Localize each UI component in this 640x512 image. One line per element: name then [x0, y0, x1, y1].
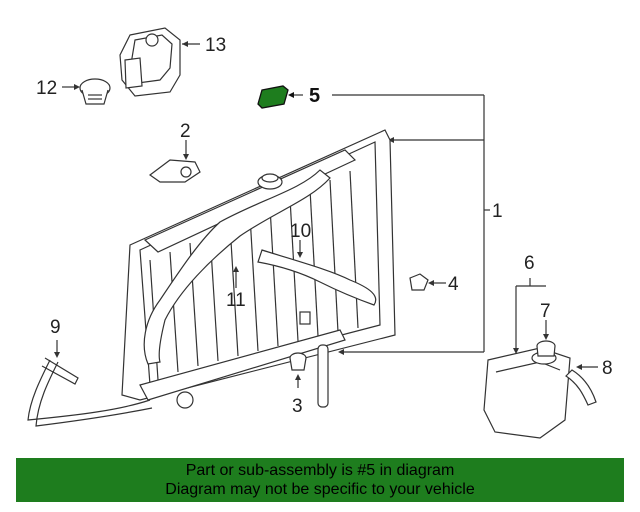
callout-3: 3 — [292, 396, 303, 417]
upper-hose-part[interactable] — [257, 249, 377, 306]
lower-hose-part[interactable] — [143, 169, 331, 365]
reservoir-tank-part[interactable] — [483, 347, 571, 439]
thermostat-part[interactable] — [79, 78, 111, 105]
callout-13: 13 — [205, 35, 226, 56]
reservoir-hose-part[interactable] — [565, 369, 597, 406]
bracket-part[interactable] — [148, 159, 201, 183]
reservoir-cap-part[interactable] — [536, 340, 556, 357]
parts-diagram: 13 12 5 1 2 — [27, 27, 613, 439]
highlighted-part-5[interactable] — [257, 85, 289, 109]
info-banner: Part or sub-assembly is #5 in diagram Di… — [16, 458, 624, 502]
callout-11: 11 — [226, 290, 246, 311]
callout-9: 9 — [50, 317, 61, 338]
callout-6: 6 — [524, 253, 535, 274]
callout-12: 12 — [36, 78, 57, 99]
callout-4: 4 — [448, 274, 459, 295]
callout-5: 5 — [309, 85, 320, 107]
mount-part[interactable] — [289, 352, 307, 371]
callout-1: 1 — [492, 201, 503, 222]
banner-line-1: Part or sub-assembly is #5 in diagram — [185, 462, 455, 479]
callout-7: 7 — [540, 301, 551, 322]
callout-10: 10 — [290, 221, 311, 242]
banner-line-2: Diagram may not be specific to your vehi… — [165, 481, 475, 498]
overflow-hose-part[interactable] — [27, 357, 153, 427]
callout-2: 2 — [180, 121, 191, 142]
thermostat-housing-part[interactable] — [119, 27, 181, 97]
drain-plug-part[interactable] — [409, 273, 429, 291]
overflow-tube-part[interactable] — [317, 344, 329, 408]
callout-8: 8 — [602, 358, 613, 379]
